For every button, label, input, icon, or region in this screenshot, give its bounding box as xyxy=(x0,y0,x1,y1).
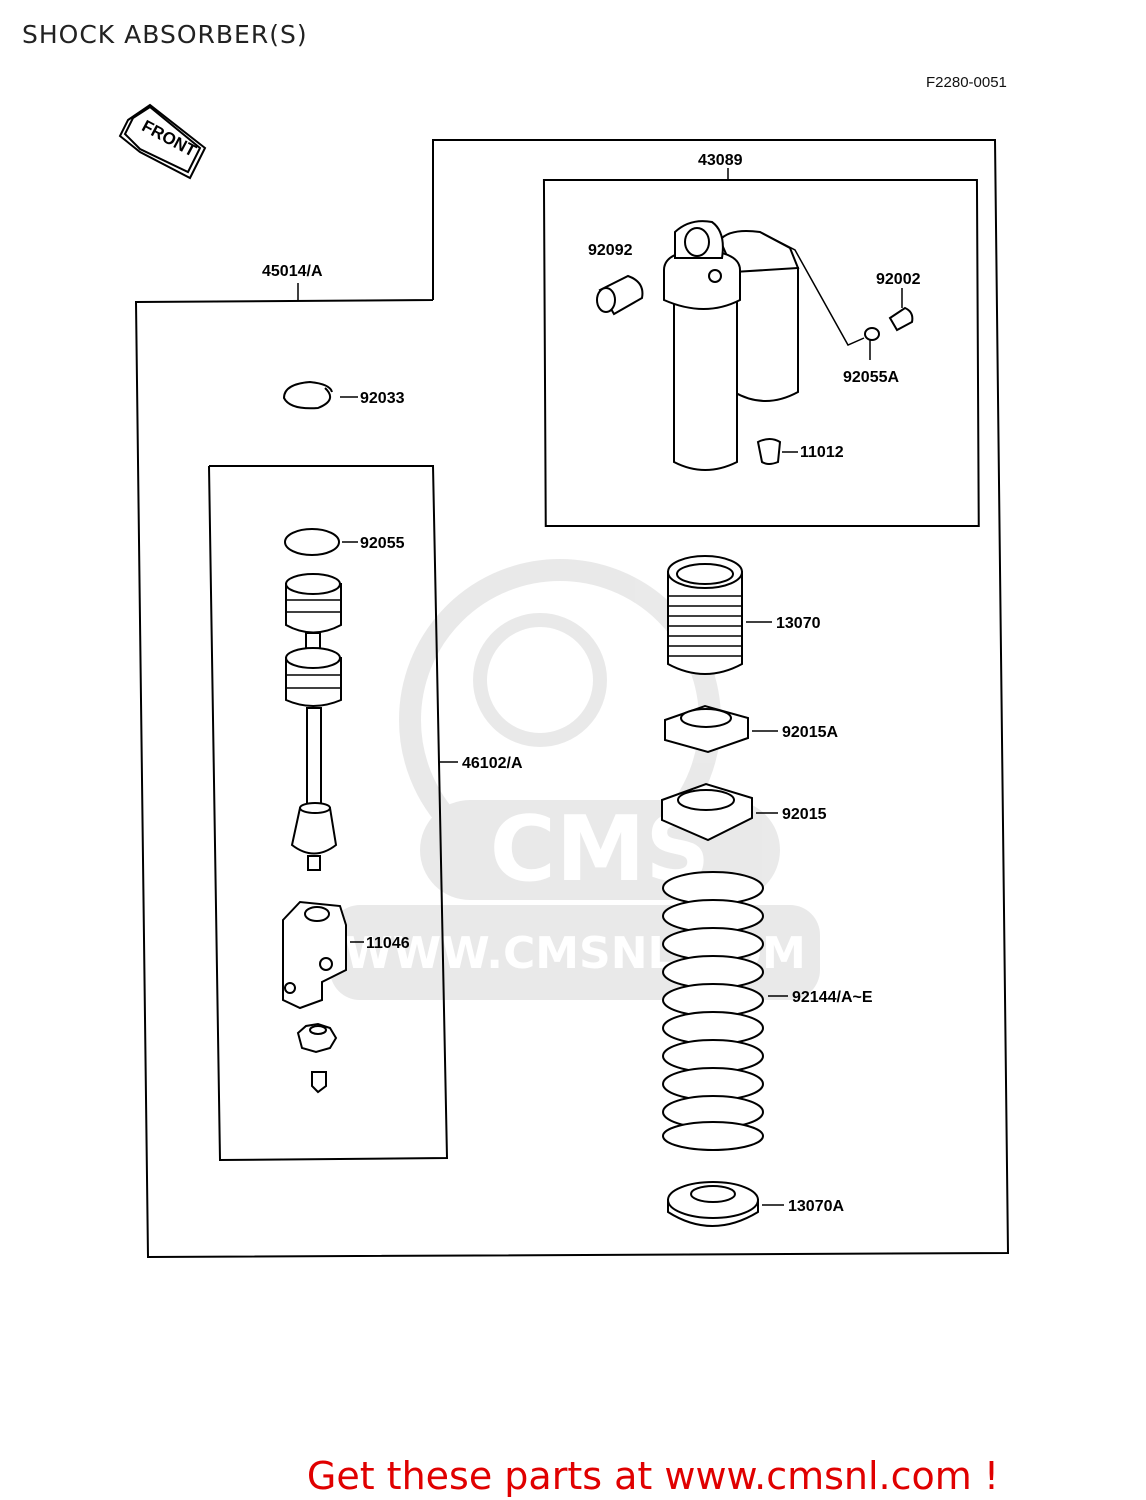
footer-text[interactable]: Get these parts at www.cmsnl.com ! xyxy=(306,1454,1000,1498)
label-11046: 11046 xyxy=(366,935,410,952)
label-92015: 92015 xyxy=(782,806,827,823)
front-arrow-icon: FRONT xyxy=(118,103,207,180)
bushing-icon xyxy=(596,274,644,316)
spring-seat-icon xyxy=(667,1181,784,1227)
label-45014a: 45014/A xyxy=(262,263,323,280)
clevis-icon xyxy=(282,900,364,1010)
adjuster-nut-icon xyxy=(661,782,778,842)
valve-cap-icon xyxy=(756,438,798,465)
rod-assembly-box xyxy=(208,465,449,1162)
label-92092: 92092 xyxy=(588,242,633,259)
page-title: SHOCK ABSORBER(S) xyxy=(22,20,308,49)
coil-spring-icon xyxy=(662,871,788,1151)
diagram-code: F2280-0051 xyxy=(926,74,1007,91)
footer-link[interactable]: Get these parts at www.cmsnl.com ! xyxy=(0,1454,1146,1498)
label-11012: 11012 xyxy=(800,444,844,461)
label-13070: 13070 xyxy=(776,615,821,632)
screw-icon xyxy=(311,1071,327,1094)
label-92055: 92055 xyxy=(360,535,405,552)
label-13070a: 13070A xyxy=(788,1198,844,1215)
bolt-icon xyxy=(759,231,914,360)
shock-body-box xyxy=(542,179,980,527)
label-46102a: 46102/A xyxy=(462,755,523,772)
locknut-icon xyxy=(664,704,778,754)
circlip-icon xyxy=(282,380,358,410)
bump-stop-icon xyxy=(667,555,772,675)
label-92015a: 92015A xyxy=(782,724,838,741)
shock-body-drawing xyxy=(663,220,800,471)
rod-assembly-drawing xyxy=(285,573,342,871)
adjuster-knob-icon xyxy=(296,1022,338,1054)
o-ring-icon xyxy=(284,528,358,556)
assembly-outline xyxy=(134,139,1010,1259)
label-92144: 92144/A~E xyxy=(792,989,873,1006)
label-92033: 92033 xyxy=(360,390,405,407)
label-92002: 92002 xyxy=(876,271,921,288)
label-92055a: 92055A xyxy=(843,369,899,386)
label-43089: 43089 xyxy=(698,152,743,169)
